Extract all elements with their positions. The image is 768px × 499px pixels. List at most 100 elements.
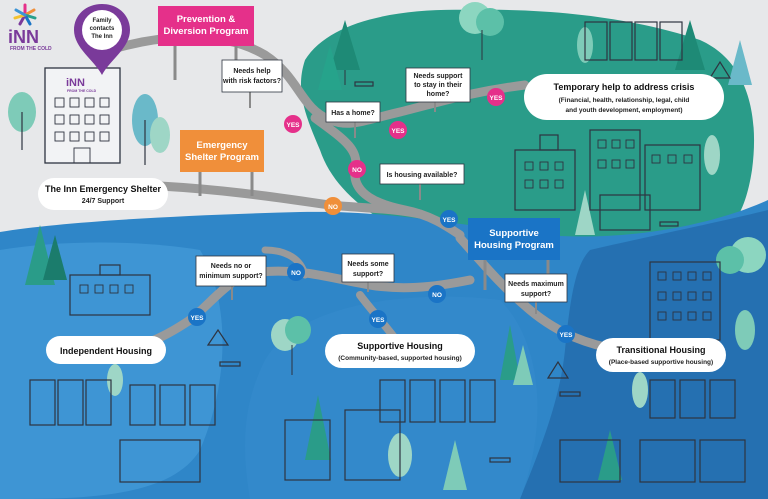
tree-icon — [150, 117, 170, 153]
question-some: Needs some support? — [341, 253, 395, 292]
benches-icon — [206, 60, 732, 463]
destination-independent: Independent Housing — [46, 336, 166, 364]
tree-icon — [500, 325, 520, 380]
bubble-yes: YES — [188, 308, 206, 326]
bubble-no: NO — [348, 160, 366, 178]
bubble-yes-risk: YES — [286, 122, 300, 129]
destination-transitional: Transitional Housing (Place-based suppor… — [596, 338, 726, 372]
question-maximum: Needs maximum support? — [504, 273, 568, 314]
inn-logo: iNN FROM THE COLD — [8, 3, 52, 52]
bubble-yes: YES — [389, 121, 407, 139]
question-risk: Needs help with risk factors? — [221, 59, 283, 108]
bubble-yes-supportive: YES — [442, 217, 456, 224]
bubble-yes-crisis: YES — [489, 95, 503, 102]
bubble-yes-some: YES — [371, 317, 385, 324]
tree-icon — [459, 2, 504, 60]
building-logo-name: iNN — [66, 77, 85, 89]
destination-temporary: Temporary help to address crisis (Financ… — [524, 74, 724, 120]
supportive-title: Supportive Housing — [357, 341, 443, 351]
bubble-yes: YES — [284, 115, 302, 133]
supportive-sub: (Community-based, supported housing) — [338, 355, 462, 362]
supportive-sign: Supportive Housing Program — [468, 218, 560, 290]
bubble-no: NO — [428, 285, 446, 303]
tree-icon — [513, 345, 533, 385]
supportive-sign-line1: Supportive — [489, 228, 539, 239]
road-shelter — [155, 181, 425, 219]
question-stay-home-line1: Needs support — [413, 73, 463, 80]
shelter-title: The Inn Emergency Shelter — [45, 184, 162, 194]
tree-icon — [318, 45, 342, 90]
question-stay-home: Needs support to stay in their home? — [405, 67, 471, 112]
building-logo-tagline: FROM THE COLD — [67, 89, 97, 93]
bubble-yes-stay: YES — [391, 128, 405, 135]
emergency-sign-line2: Shelter Program — [185, 152, 259, 163]
building-logo: iNN FROM THE COLD — [66, 77, 97, 93]
teal-buildings-icon — [514, 21, 701, 231]
tree-icon — [443, 440, 467, 490]
logo-name: iNN — [8, 27, 39, 47]
question-has-home-line1: Has a home? — [331, 110, 375, 117]
tree-icon — [632, 372, 648, 408]
family-contacts-pin: Family contacts The Inn — [74, 4, 130, 75]
blue-buildings-icon — [29, 261, 746, 483]
bubble-yes: YES — [557, 325, 575, 343]
question-housing-available-line1: Is housing available? — [387, 172, 458, 179]
logo-sunburst-icon — [13, 3, 37, 26]
destination-shelter: The Inn Emergency Shelter 24/7 Support — [38, 178, 168, 210]
pin-text-3: The Inn — [91, 34, 113, 40]
tree-icon — [305, 395, 331, 460]
question-risk-line1: Needs help — [233, 68, 270, 75]
bubble-yes: YES — [487, 88, 505, 106]
pin-text-2: contacts — [90, 26, 115, 32]
temporary-sub1: (Financial, health, relationship, legal,… — [559, 97, 690, 104]
bubble-yes-independent: YES — [190, 315, 204, 322]
prevention-sign-line1: Prevention & — [177, 14, 236, 25]
supportive-sign-line2: Housing Program — [474, 240, 554, 251]
question-stay-home-line3: home? — [427, 91, 450, 98]
destination-supportive: Supportive Housing (Community-based, sup… — [325, 334, 475, 368]
bubble-no-minimum: NO — [291, 270, 301, 277]
shelter-sub: 24/7 Support — [82, 198, 125, 205]
transitional-title: Transitional Housing — [616, 345, 705, 355]
tree-icon — [716, 237, 766, 274]
pin-text-1: Family — [92, 18, 112, 24]
question-has-home: Has a home? — [325, 101, 381, 138]
question-minimum: Needs no or minimum support? — [195, 255, 267, 300]
question-housing-available: Is housing available? — [379, 163, 465, 200]
question-maximum-line1: Needs maximum — [508, 281, 564, 288]
bubble-yes: YES — [369, 310, 387, 328]
tree-icon — [704, 135, 720, 175]
temporary-sub2: and youth development, employment) — [565, 107, 682, 114]
tree-icon — [575, 190, 595, 235]
prevention-sign-line2: Diversion Program — [164, 26, 249, 37]
question-some-line2: support? — [353, 271, 383, 278]
bubble-no: NO — [287, 263, 305, 281]
transitional-sub: (Place-based supportive housing) — [609, 359, 713, 366]
temporary-title: Temporary help to address crisis — [554, 82, 695, 92]
question-risk-line2: with risk factors? — [222, 78, 281, 85]
bubble-no-home: NO — [352, 167, 362, 174]
tree-icon — [43, 235, 67, 280]
question-minimum-line2: minimum support? — [199, 273, 262, 280]
buildings — [29, 21, 746, 483]
road-has-home — [310, 113, 465, 240]
question-minimum-line1: Needs no or — [211, 263, 252, 270]
prevention-sign: Prevention & Diversion Program — [158, 6, 254, 80]
logo-tagline: FROM THE COLD — [10, 46, 52, 52]
tree-icon — [728, 40, 752, 85]
question-stay-home-line2: to stay in their — [414, 82, 462, 89]
question-maximum-line2: support? — [521, 291, 551, 298]
tree-icon — [271, 316, 311, 375]
independent-title: Independent Housing — [60, 346, 152, 356]
emergency-sign: Emergency Shelter Program — [180, 130, 264, 196]
answer-bubbles: YES YES YES NO NO YES NO NO YES YES YES — [188, 88, 575, 343]
question-some-line1: Needs some — [347, 261, 388, 268]
bubble-no-some: NO — [432, 292, 442, 299]
bubble-no-shelter: NO — [328, 204, 338, 211]
bubble-no: NO — [324, 197, 342, 215]
emergency-sign-line1: Emergency — [196, 140, 248, 151]
tree-icon — [598, 430, 622, 480]
tree-icon — [8, 92, 36, 150]
bubble-yes-transitional: YES — [559, 332, 573, 339]
